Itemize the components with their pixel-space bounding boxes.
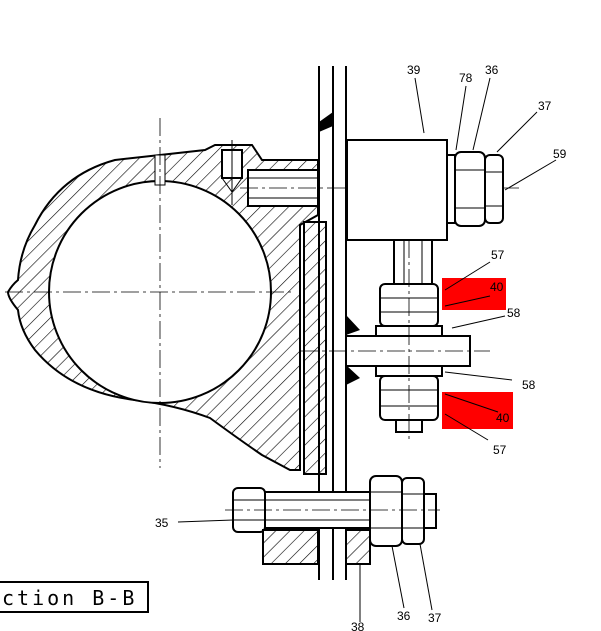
callout-36-top: 36: [485, 63, 499, 77]
callout-40-upper: 40: [490, 280, 504, 294]
callout-36-bottom: 36: [397, 609, 411, 623]
section-title: ction B-B: [2, 586, 137, 610]
callout-58-lower: 58: [522, 378, 536, 392]
callout-37-bottom: 37: [428, 611, 442, 625]
lower-bolt-assembly: [225, 475, 440, 565]
callout-58-upper: 58: [507, 306, 521, 320]
liner-strip: [303, 221, 327, 475]
leader-lines: [177, 77, 557, 622]
callout-39: 39: [407, 63, 421, 77]
center-stud-assembly: [300, 240, 490, 440]
callout-59: 59: [553, 147, 567, 161]
callout-38: 38: [351, 620, 365, 631]
callout-37-top: 37: [538, 99, 552, 113]
upper-block: [346, 139, 448, 286]
horizontal-bolt: [240, 169, 520, 207]
section-title-box: ction B-B: [0, 581, 149, 613]
callout-57-upper: 57: [491, 248, 505, 262]
callout-40-lower: 40: [496, 411, 510, 425]
upper-bolt-assembly: [446, 151, 504, 227]
highlight-box-lower: [442, 392, 513, 429]
callout-35: 35: [155, 516, 169, 530]
set-screw: [221, 140, 243, 205]
callout-78: 78: [459, 71, 473, 85]
callout-57-lower: 57: [493, 443, 507, 457]
callout-labels: 39 78 36 37 59 57 40 58 58 40 57 35 38 3…: [155, 63, 567, 631]
